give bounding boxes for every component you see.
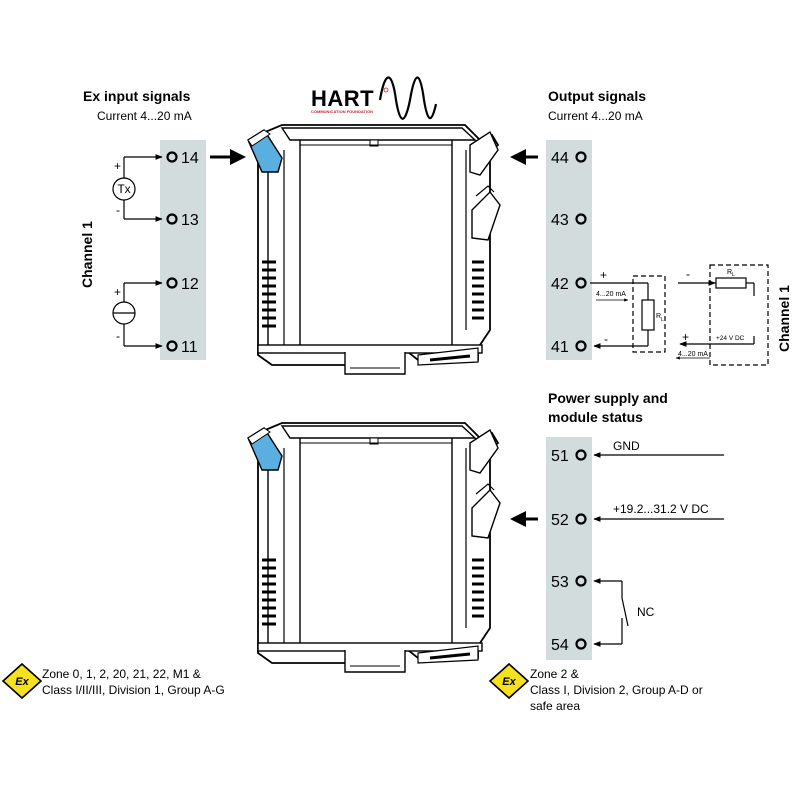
power-title-line2: module status	[548, 409, 643, 425]
screw-icon	[575, 151, 587, 163]
gnd-label: GND	[613, 439, 640, 453]
load1-plus: +	[600, 268, 607, 282]
power-terminal-53: 53	[551, 574, 587, 591]
hart-wave-icon	[378, 76, 438, 120]
ex-right-line1: Zone 2 &	[530, 667, 579, 681]
screw-icon	[166, 277, 178, 289]
terminal-label: 13	[181, 212, 199, 229]
terminal-label: 54	[551, 637, 569, 654]
nc-label: NC	[637, 605, 655, 619]
ex-left-line2: Class I/II/III, Division 1, Group A-G	[42, 683, 225, 697]
hart-logo-subtext: COMMUNICATION FOUNDATION	[311, 109, 373, 114]
output-terminal-42: 42	[551, 276, 587, 293]
terminal-label: 11	[181, 339, 198, 356]
output-terminal-44: 44	[551, 150, 587, 167]
power-terminal-51: 51	[551, 448, 587, 465]
terminal-label: 52	[551, 512, 569, 529]
input-channel-label: Channel 1	[79, 221, 95, 288]
load1-current-label: 4...20 mA	[596, 291, 626, 298]
tx-transmitter: Tx + -	[112, 154, 163, 222]
hart-logo: HART COMMUNICATION FOUNDATION	[311, 76, 438, 120]
resistor-icon	[641, 299, 655, 331]
input-terminal-12: 12	[166, 276, 199, 293]
terminal-label: 41	[551, 339, 569, 356]
screw-icon	[575, 340, 587, 352]
output-title: Output signals	[548, 88, 646, 104]
screw-icon	[166, 340, 178, 352]
input-terminal-strip	[160, 140, 206, 360]
output-terminal-43: 43	[551, 212, 587, 229]
load2-resistor-label: R	[727, 269, 732, 276]
power-arrow-icon	[510, 511, 538, 527]
output-terminal-41: 41	[551, 339, 587, 356]
ex-right-marking: Ex Zone 2 & Class I, Division 2, Group A…	[489, 663, 703, 713]
terminal-label: 14	[181, 150, 199, 167]
voltage-label: +19.2...31.2 V DC	[613, 502, 709, 516]
tx-label: Tx	[117, 182, 130, 196]
output-subtitle: Current 4...20 mA	[548, 109, 643, 123]
load1-resistor-label: R	[656, 313, 661, 320]
source-plus: +	[114, 285, 121, 299]
screw-icon	[166, 213, 178, 225]
power-terminal-54: 54	[551, 637, 587, 654]
screw-icon	[166, 151, 178, 163]
input-terminal-13: 13	[166, 212, 199, 229]
terminal-label: 42	[551, 276, 569, 293]
power-title-line1: Power supply and	[548, 390, 668, 406]
ex-left-marking: Ex Zone 0, 1, 2, 20, 21, 22, M1 & Class …	[2, 663, 225, 699]
ex-warning-icon: Ex	[2, 663, 42, 699]
nc-contact: NC	[593, 578, 655, 647]
ex-symbol: Ex	[502, 676, 516, 688]
terminal-label: 44	[551, 150, 569, 167]
screw-icon	[575, 638, 587, 650]
load2-resistor-sub: L	[732, 272, 735, 278]
terminal-label: 51	[551, 448, 569, 465]
source-minus: -	[116, 329, 120, 343]
input-subtitle: Current 4...20 mA	[97, 109, 192, 123]
input-title: Ex input signals	[83, 88, 191, 104]
load1-minus: -	[604, 332, 608, 346]
screw-icon	[575, 277, 587, 289]
output-terminal-strip	[546, 140, 592, 360]
input-terminal-14: 14	[166, 150, 199, 167]
output-arrow-icon	[510, 149, 538, 165]
input-arrow-icon	[210, 149, 246, 165]
terminal-label: 12	[181, 276, 199, 293]
output-channel-label: Channel 1	[776, 285, 792, 352]
output-load-circuit-1: + - 4...20 mA R L	[590, 268, 666, 353]
screw-icon	[575, 513, 587, 525]
resistor-icon	[715, 277, 747, 289]
ex-left-line1: Zone 0, 1, 2, 20, 21, 22, M1 &	[42, 667, 201, 681]
load2-plus: +	[682, 330, 689, 344]
tx-minus: -	[116, 203, 120, 217]
terminal-label: 43	[551, 212, 569, 229]
power-terminal-52: 52	[551, 512, 587, 529]
hart-logo-text: HART	[311, 86, 374, 111]
ex-symbol: Ex	[15, 676, 29, 688]
ex-right-line3: safe area	[530, 699, 580, 713]
current-source: + -	[112, 280, 163, 349]
switch-contact-icon	[621, 597, 629, 627]
output-load-circuit-2: - + R L +24 V DC 4...20 mA	[675, 264, 769, 366]
screw-icon	[575, 449, 587, 461]
ex-warning-icon: Ex	[489, 663, 529, 699]
supply-connection: +19.2...31.2 V DC	[593, 502, 724, 522]
screw-icon	[575, 213, 587, 225]
gnd-connection: GND	[593, 439, 724, 458]
load2-current-label: 4...20 mA	[678, 351, 708, 358]
module-housing-bottom	[246, 421, 502, 674]
tx-plus: +	[114, 159, 121, 173]
load2-supply-label: +24 V DC	[716, 335, 745, 342]
power-terminal-strip	[546, 437, 592, 660]
terminal-label: 53	[551, 574, 569, 591]
ex-right-line2: Class I, Division 2, Group A-D or	[530, 683, 703, 697]
screw-icon	[575, 575, 587, 587]
module-housing-top	[246, 123, 502, 376]
load2-minus: -	[686, 267, 690, 281]
input-terminal-11: 11	[166, 339, 198, 356]
load1-resistor-sub: L	[661, 317, 664, 323]
